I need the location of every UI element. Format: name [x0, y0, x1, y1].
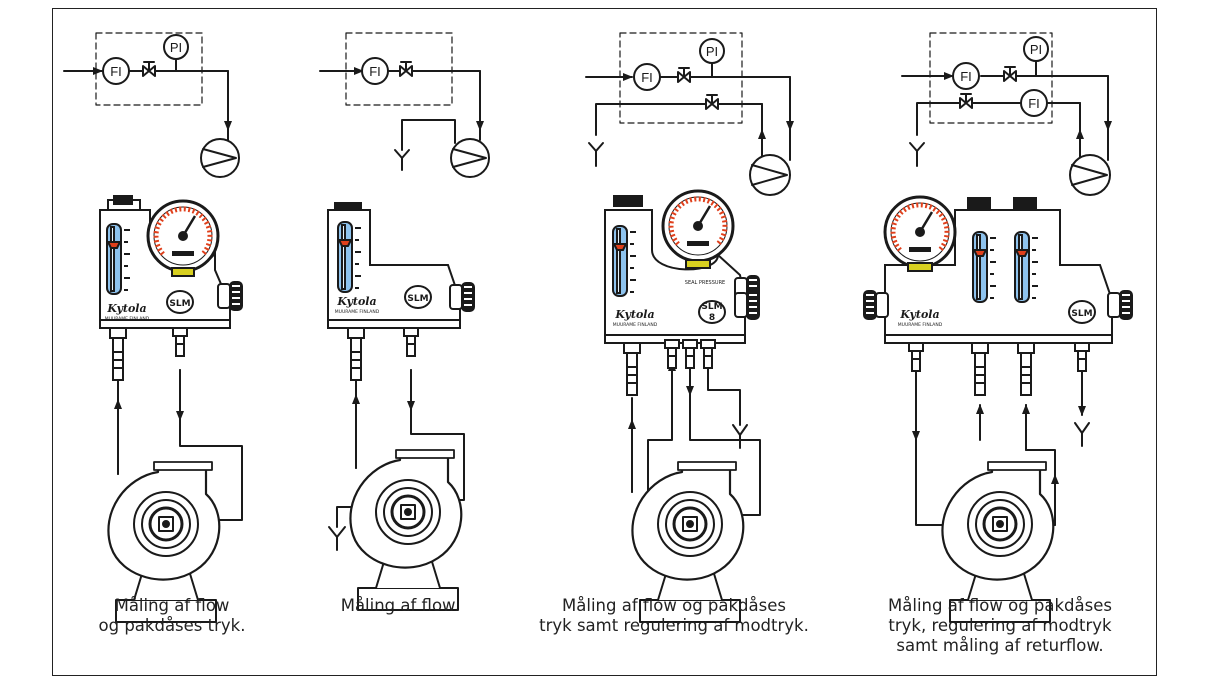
d3-flow-indicator: FI [641, 70, 653, 85]
d2-flow-indicator: FI [369, 64, 381, 79]
d3-pressure-indicator: PI [706, 44, 718, 59]
diagram-3-flow-pressure-backpressure [585, 32, 794, 624]
d2-logo: SLM [407, 294, 428, 304]
d1-flow-indicator: FI [110, 64, 122, 79]
caption-2-line-1: Måling af flow. [340, 596, 460, 615]
d1-origin: MUURAME FINLAND [105, 316, 150, 322]
d4-return-flow-indicator: FI [1028, 96, 1040, 111]
caption-4-line-1: Måling af flow og pakdåses [888, 596, 1112, 615]
d3-model: 8 [709, 313, 715, 323]
caption-3-line-2: tryk samt regulering af modtryk. [539, 616, 809, 635]
caption-1-line-1: Måling af flow [114, 596, 230, 615]
d4-brand: Kytola [899, 308, 939, 321]
caption-4-line-3: samt måling af returflow. [896, 636, 1104, 655]
d4-flow-indicator: FI [960, 69, 972, 84]
d3-seal-pressure: SEAL PRESSURE [685, 280, 725, 286]
device-2-flowmeter [327, 202, 475, 381]
caption-3-line-1: Måling af flow og pakdåses [562, 596, 786, 615]
d2-origin: MUURAME FINLAND [335, 309, 380, 315]
device-3-flowmeter-gauge-valve [604, 191, 760, 396]
diagram-2-flow [319, 32, 490, 612]
d3-logo: SLM [701, 302, 722, 312]
device-4-dual-flowmeter-gauge [863, 197, 1133, 396]
d3-origin: MUURAME FINLAND [613, 322, 658, 328]
diagram-frame [52, 8, 1157, 676]
caption-2: Måling af flow. [310, 596, 490, 616]
caption-4-line-2: tryk, regulering af modtryk [888, 616, 1112, 635]
device-1-flowmeter-gauge [99, 195, 243, 381]
caption-4: Måling af flow og pakdåses tryk, reguler… [855, 596, 1145, 656]
caption-1-line-2: og pakdåses tryk. [98, 616, 246, 635]
d1-pressure-indicator: PI [170, 40, 182, 55]
d2-brand: Kytola [336, 295, 376, 308]
d1-brand: Kytola [106, 302, 146, 315]
d3-brand: Kytola [614, 308, 654, 321]
d4-logo: SLM [1071, 309, 1092, 319]
d4-pressure-indicator: PI [1030, 42, 1042, 57]
diagram-4-flow-pressure-backpressure-return [901, 32, 1112, 624]
caption-1: Måling af flow og pakdåses tryk. [82, 596, 262, 636]
diagram-1-flow-and-pressure [63, 32, 243, 624]
d1-logo: SLM [169, 299, 190, 309]
caption-3: Måling af flow og pakdåses tryk samt reg… [524, 596, 824, 636]
d4-origin: MUURAME FINLAND [898, 322, 943, 328]
